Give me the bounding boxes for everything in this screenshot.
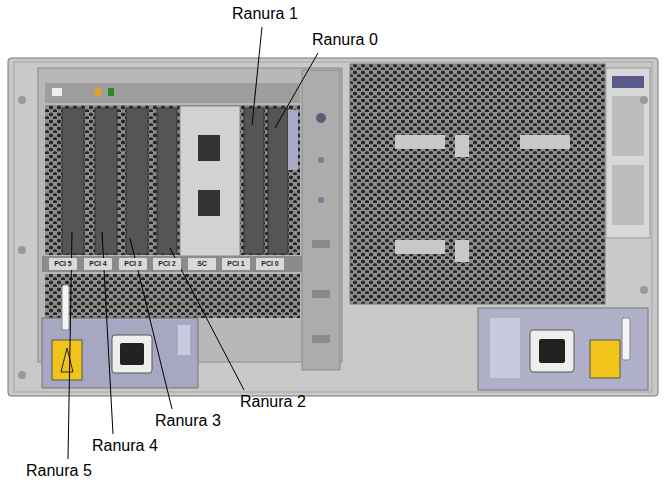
slot-tag: PCI 4	[84, 258, 112, 270]
slot-tag: SC	[188, 258, 216, 270]
slot-tag: PCI 2	[153, 258, 181, 270]
callout-label: Ranura 2	[240, 393, 306, 411]
slot-tag: PCI 3	[119, 258, 147, 270]
slot-tag: PCI 5	[49, 258, 77, 270]
callout-label: Ranura 1	[232, 5, 298, 23]
slot-tag: PCI 0	[256, 258, 284, 270]
callout-label: Ranura 3	[155, 412, 221, 430]
slot-tag: PCI 1	[222, 258, 250, 270]
callout-label: Ranura 4	[92, 437, 158, 455]
callout-label: Ranura 0	[312, 31, 378, 49]
callout-label: Ranura 5	[26, 462, 92, 480]
